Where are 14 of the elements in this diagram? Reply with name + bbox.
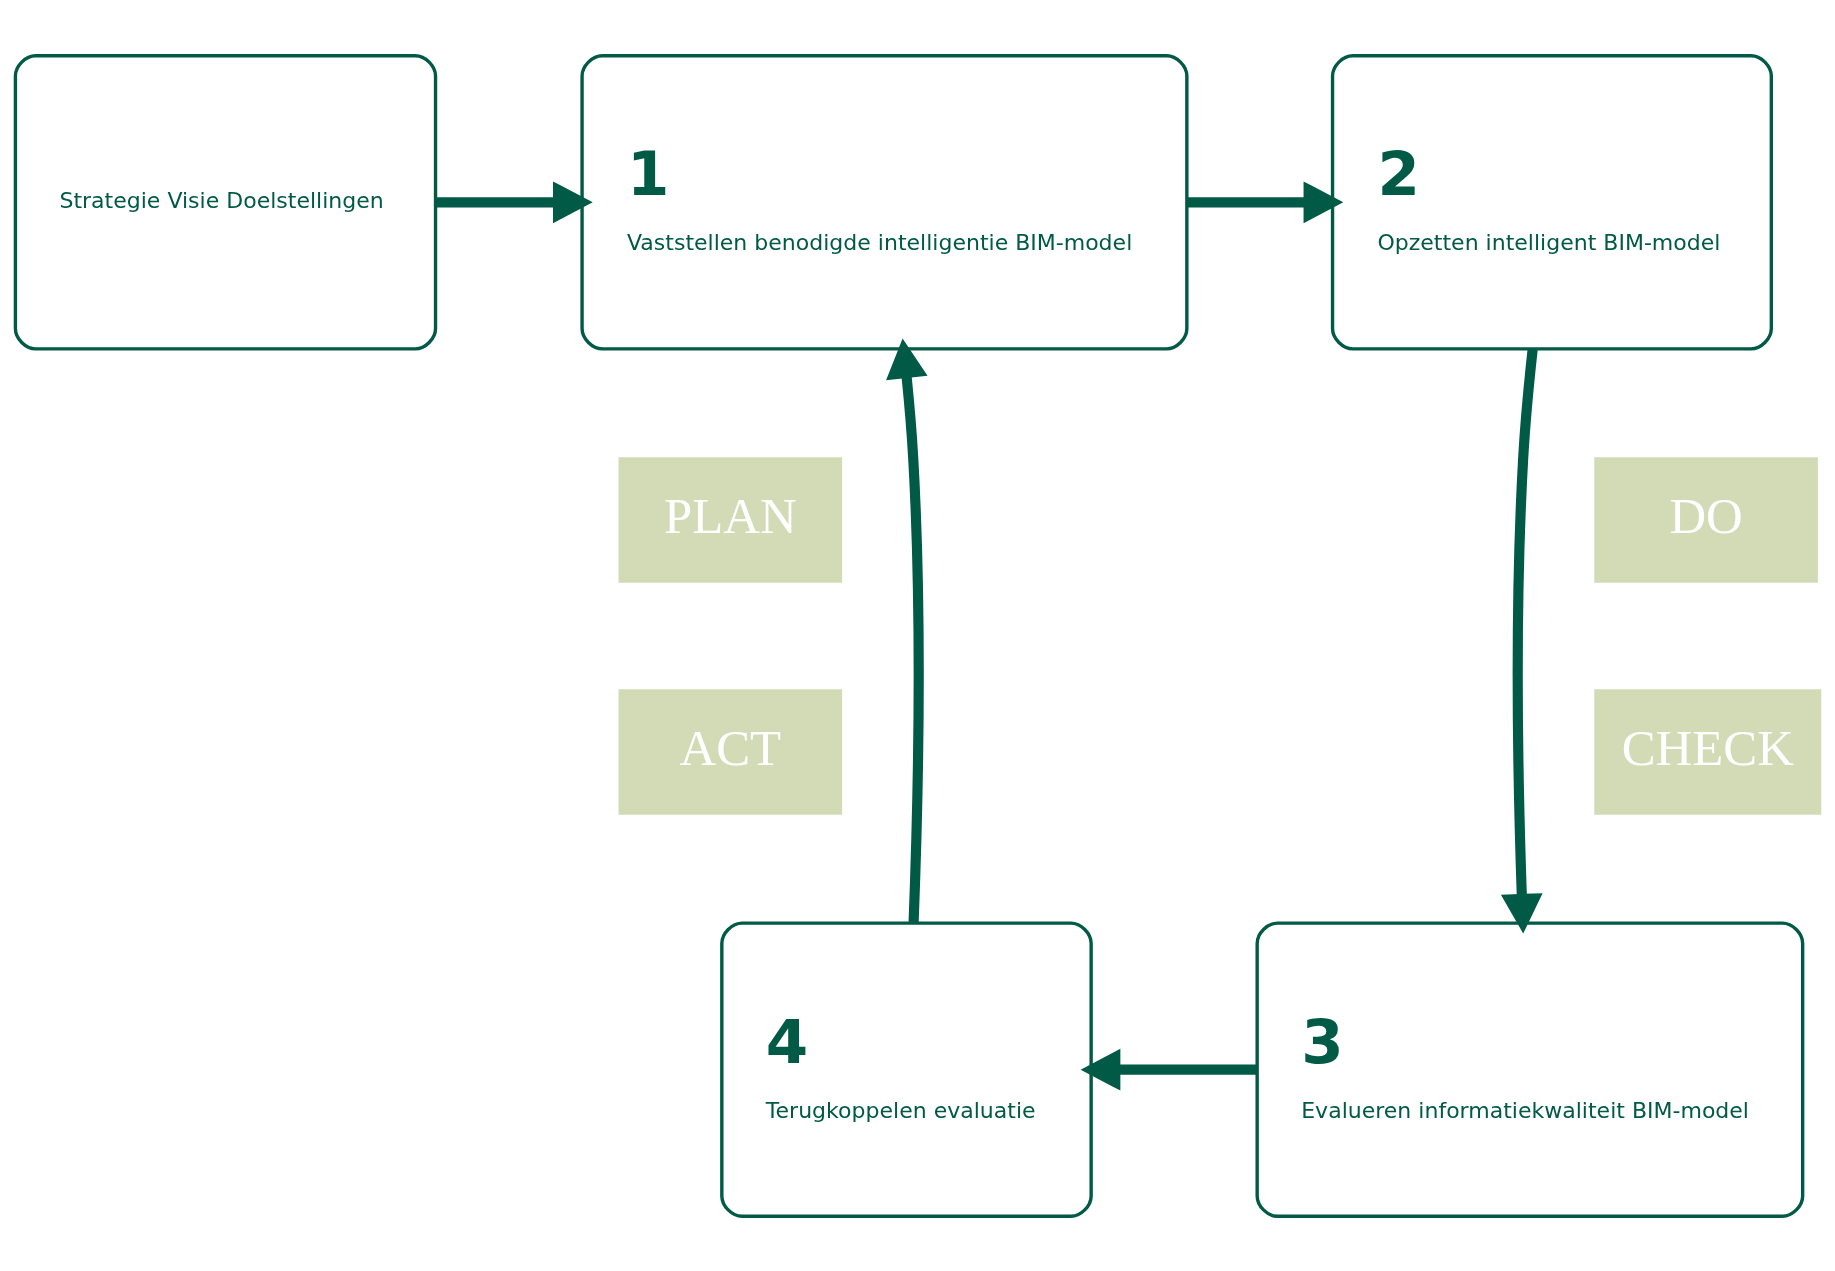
label: DO <box>1669 487 1743 544</box>
arrow <box>435 180 593 223</box>
node-box: 3 Evalueren informatiekwaliteit BIM-model <box>1255 920 1805 1218</box>
label: CHECK <box>1621 719 1794 776</box>
node-box: Strategie Visie Doelstellingen <box>13 53 438 351</box>
node-box: 4 Terugkoppelen evaluatie <box>720 920 1093 1218</box>
label: ACT <box>679 719 782 776</box>
node-box: 1 Vaststellen benodigde intelligentie BIM-model <box>580 53 1189 351</box>
arrow <box>1500 348 1543 934</box>
label: PLAN <box>663 487 797 544</box>
arrow <box>1080 1048 1257 1091</box>
arrow <box>1186 180 1344 223</box>
arrow <box>886 338 928 923</box>
node-box: 2 Opzetten intelligent BIM-model <box>1330 53 1773 351</box>
